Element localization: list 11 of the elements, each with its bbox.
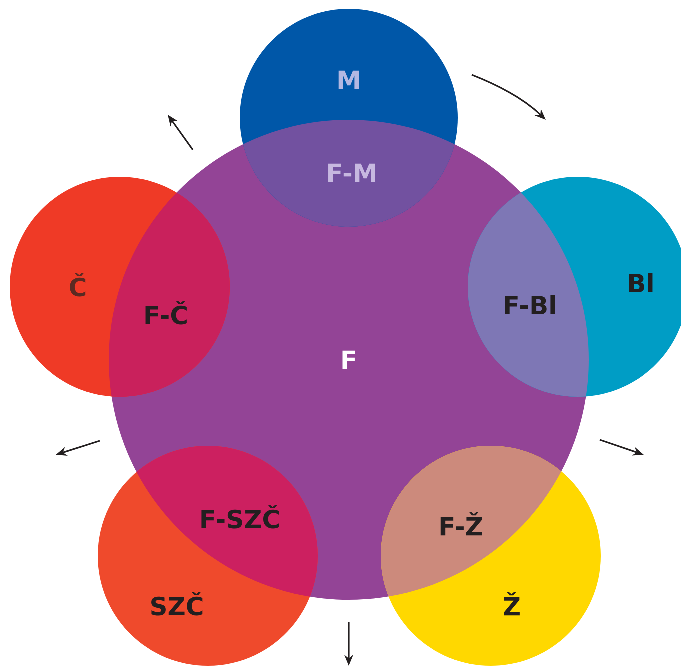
circle-label: F-Ž [440, 512, 482, 536]
circle-label: SZČ [152, 592, 203, 616]
circle-label: F [342, 350, 356, 370]
circle-label: Č [70, 273, 86, 297]
circle-label: F-Bl [505, 296, 556, 314]
circle-label: F-SZČ [202, 505, 279, 529]
circle-label: M [338, 70, 360, 90]
circle-label: F-Č [146, 301, 187, 325]
circle-label: Bl [629, 274, 653, 292]
circle-label: Ž [504, 592, 520, 616]
circle-label: F-M [328, 164, 376, 182]
